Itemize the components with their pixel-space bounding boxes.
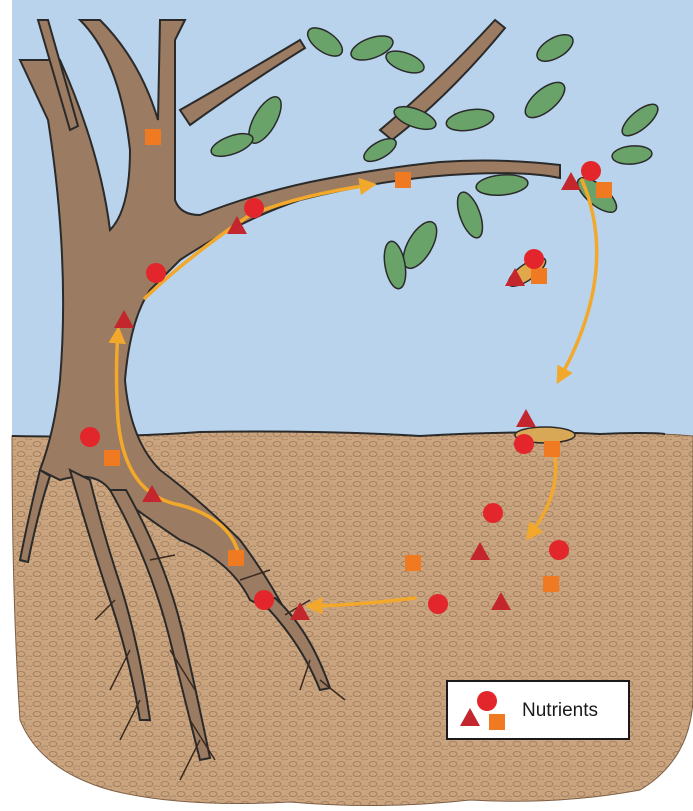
nutrient-square-icon	[228, 550, 244, 566]
nutrient-circle-icon	[477, 691, 497, 711]
nutrient-square-icon	[405, 555, 421, 571]
nutrient-square-icon	[531, 268, 547, 284]
nutrient-square-icon	[395, 172, 411, 188]
nutrient-square-icon	[145, 129, 161, 145]
nutrient-square-icon	[544, 441, 560, 457]
nutrient-circle-icon	[244, 198, 264, 218]
nutrient-circle-icon	[549, 540, 569, 560]
nutrient-circle-icon	[146, 263, 166, 283]
legend-symbols	[454, 686, 514, 736]
nutrient-circle-icon	[428, 594, 448, 614]
nutrient-triangle-icon	[460, 708, 480, 726]
nutrient-square-icon	[543, 576, 559, 592]
nutrient-circle-icon	[514, 434, 534, 454]
nutrient-square-icon	[489, 714, 505, 730]
nutrient-circle-icon	[483, 503, 503, 523]
nutrient-square-icon	[104, 450, 120, 466]
legend: Nutrients	[446, 680, 630, 740]
nutrient-circle-icon	[524, 249, 544, 269]
nutrient-square-icon	[596, 182, 612, 198]
nutrient-circle-icon	[80, 427, 100, 447]
legend-label: Nutrients	[522, 700, 598, 722]
nutrient-circle-icon	[581, 161, 601, 181]
nutrient-circle-icon	[254, 590, 274, 610]
